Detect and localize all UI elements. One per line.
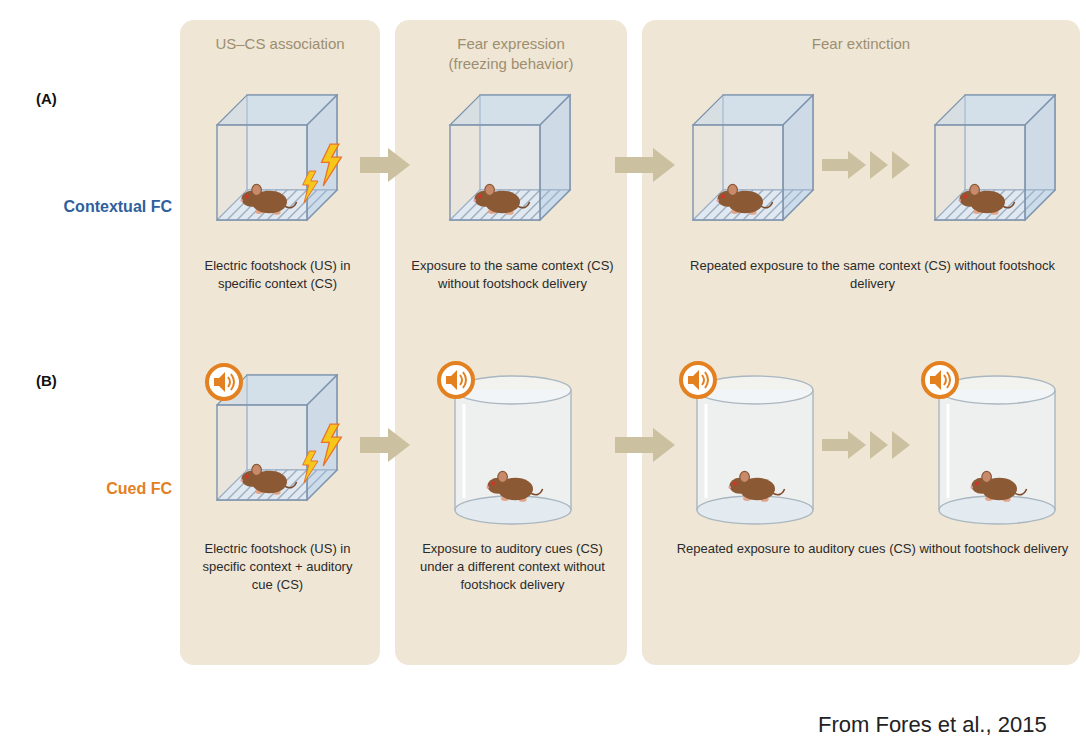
step-caption: Exposure to auditory cues (CS) under a d… — [410, 540, 615, 594]
mouse — [241, 184, 297, 214]
panel-letter: (B) — [36, 372, 76, 389]
flow-arrow — [615, 428, 675, 462]
cage — [450, 95, 570, 220]
arrow-head — [653, 148, 675, 182]
flow-arrow — [360, 148, 410, 182]
panel-heading: Fear extinction — [711, 34, 1011, 54]
arrow-head — [388, 428, 410, 462]
mouse — [717, 184, 773, 214]
mouse — [959, 184, 1015, 214]
source-caption: From Fores et al., 2015 — [818, 712, 1047, 738]
speaker-icon — [207, 365, 241, 399]
mouse — [487, 471, 543, 501]
step-caption: Electric footshock (US) in specific cont… — [195, 257, 360, 293]
arrow-shaft — [615, 157, 653, 173]
shock-bolt — [303, 171, 318, 203]
panel-letter: (A) — [36, 90, 76, 107]
cylinder — [455, 376, 571, 524]
arrow-head — [653, 428, 675, 462]
row-label: Cued FC — [14, 480, 172, 498]
speaker-icon — [681, 363, 715, 397]
shock-bolt — [321, 424, 341, 466]
row-label: Contextual FC — [14, 198, 172, 216]
step-caption: Electric footshock (US) in specific cont… — [195, 540, 360, 594]
cage — [935, 95, 1055, 220]
flow-arrow — [360, 428, 410, 462]
mouse — [241, 464, 297, 494]
mouse — [474, 184, 530, 214]
cage — [217, 95, 337, 220]
arrow-shaft — [360, 437, 388, 453]
arrow-head — [388, 148, 410, 182]
arrow-shaft — [360, 157, 388, 173]
repeat-arrows — [822, 151, 910, 179]
speaker-icon — [923, 363, 957, 397]
panel-heading: US–CS association — [185, 34, 375, 54]
shock-bolt — [303, 451, 318, 483]
step-caption: Repeated exposure to auditory cues (CS) … — [675, 540, 1070, 558]
speaker-icon — [439, 363, 473, 397]
shock-bolt — [321, 144, 341, 186]
cage — [693, 95, 813, 220]
step-caption: Exposure to the same context (CS) withou… — [410, 257, 615, 293]
panel-heading: Fear expression (freezing behavior) — [431, 34, 591, 73]
cylinder — [939, 376, 1055, 524]
flow-arrow — [615, 148, 675, 182]
step-caption: Repeated exposure to the same context (C… — [675, 257, 1070, 293]
arrow-shaft — [615, 437, 653, 453]
cylinder — [697, 376, 813, 524]
mouse — [971, 471, 1027, 501]
mouse — [729, 471, 785, 501]
repeat-arrows — [822, 431, 910, 459]
